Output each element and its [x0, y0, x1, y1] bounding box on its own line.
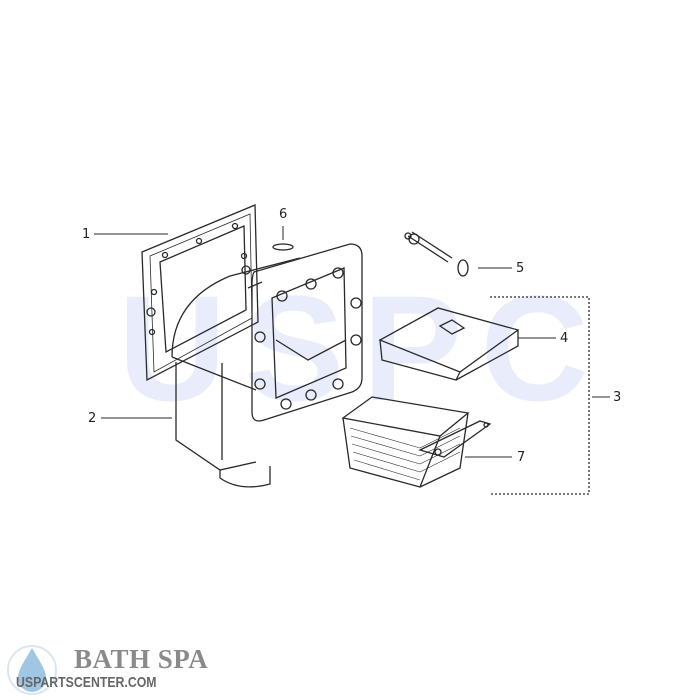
callout-1: 1 — [82, 227, 91, 242]
watermark: USPC — [118, 264, 607, 432]
brand-logo: BATH SPA USPARTSCENTER.COM — [6, 640, 246, 696]
logo-title: BATH SPA — [74, 644, 209, 674]
logo-url: USPARTSCENTER.COM — [16, 674, 157, 691]
group-bracket — [490, 296, 590, 495]
lid-part — [378, 307, 520, 381]
leader-lines — [94, 233, 610, 458]
callout-5: 5 — [516, 261, 525, 276]
basket-part — [341, 396, 492, 488]
gasket-part — [141, 204, 259, 382]
screw-part — [404, 231, 469, 277]
callout-6: 6 — [279, 207, 288, 222]
callout-3: 3 — [613, 390, 622, 405]
skimmer-body-part — [171, 243, 363, 488]
water-drop-icon — [7, 645, 57, 695]
callout-2: 2 — [88, 411, 97, 426]
callout-7: 7 — [517, 450, 526, 465]
callout-4: 4 — [560, 331, 569, 346]
o-ring-part — [272, 243, 294, 251]
